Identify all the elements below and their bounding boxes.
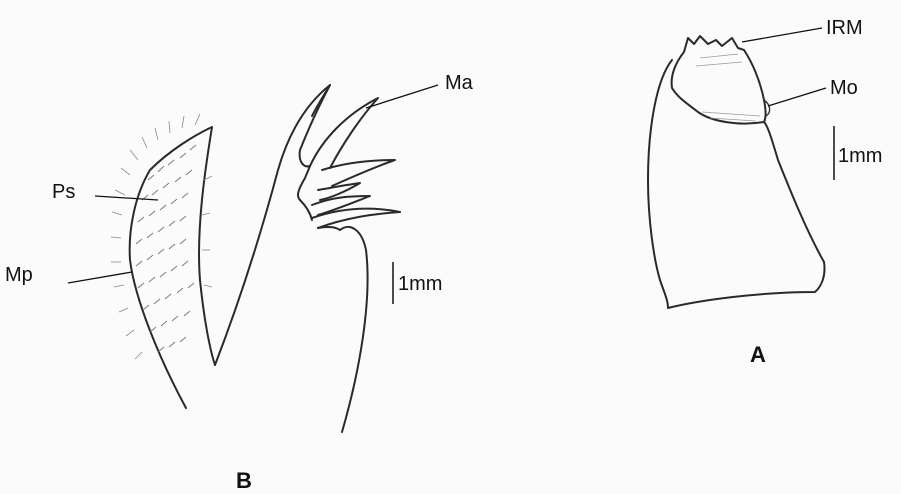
palp-setae: [111, 114, 212, 359]
irm-label: IRM: [826, 17, 863, 39]
mp-leader: [68, 272, 132, 283]
mo-label: Mo: [830, 77, 858, 99]
ps-leader: [95, 196, 158, 200]
palp-shape: [111, 114, 215, 408]
mandible-shape: [215, 85, 400, 432]
apex-shape: [672, 36, 766, 124]
irm-leader: [742, 28, 822, 42]
mo-leader: [768, 88, 826, 106]
ma-leader: [366, 85, 438, 108]
apex-shading: [696, 54, 760, 121]
panel-a-label: A: [750, 342, 766, 367]
ps-label: Ps: [52, 181, 75, 203]
panel-a: IRM Mo 1mm A: [648, 17, 882, 367]
scale-text-a: 1mm: [838, 145, 882, 167]
panel-b-label: B: [236, 468, 252, 493]
scale-text-b: 1mm: [398, 273, 442, 295]
mp-label: Mp: [5, 264, 33, 286]
ma-label: Ma: [445, 72, 474, 94]
palp-hairs: [136, 145, 196, 352]
panel-b: Ps Mp Ma 1mm B: [5, 72, 474, 493]
